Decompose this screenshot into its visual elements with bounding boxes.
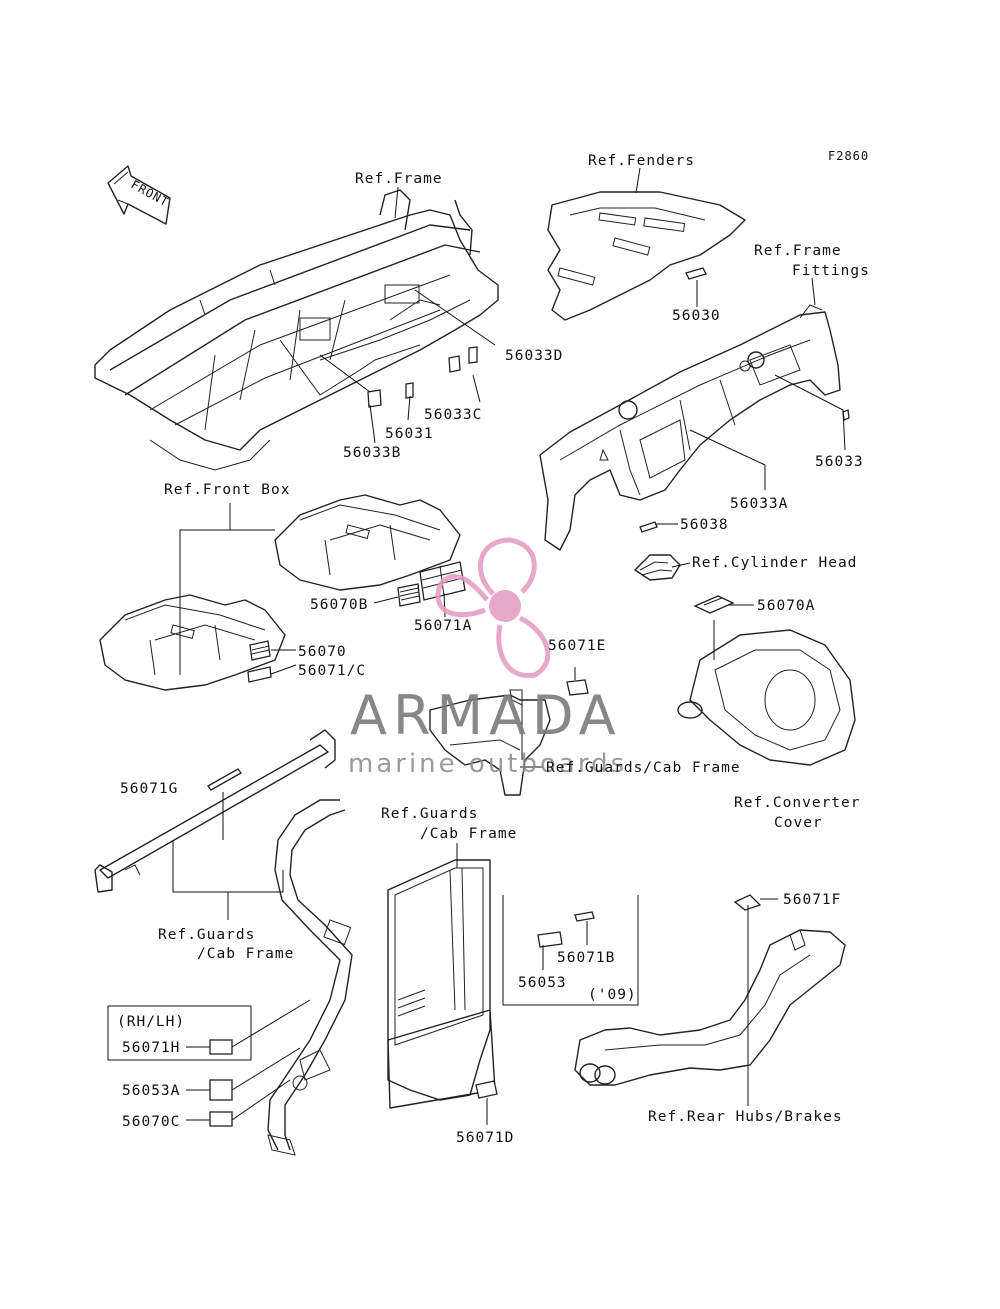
guard-middle-part <box>429 679 589 796</box>
ref-converter-label-1: Ref.Converter <box>734 795 861 811</box>
figure-code: F2860 <box>828 149 869 163</box>
ref-frame-fittings-label-2: Fittings <box>792 263 870 279</box>
part-56070B: 56070B <box>310 597 368 613</box>
ref-cylinder-head-label: Ref.Cylinder Head <box>692 555 857 571</box>
ref-guards-cab-label-1: Ref.Guards/Cab Frame <box>546 760 741 776</box>
part-56033A: 56033A <box>730 496 788 512</box>
part-56033B: 56033B <box>343 445 401 461</box>
part-56071H: 56071H <box>122 1040 180 1056</box>
leader-lines <box>186 167 846 1125</box>
part-56071B: 56071B <box>557 950 615 966</box>
part-56070: 56070 <box>298 644 347 660</box>
ref-front-box-label: Ref.Front Box <box>164 482 291 498</box>
part-56071D: 56071D <box>456 1130 514 1146</box>
ref-guards-cab-label-2a: Ref.Guards <box>381 806 478 822</box>
fenders-part <box>547 191 746 321</box>
rh-lh-box <box>107 1005 252 1061</box>
part-56071G: 56071G <box>120 781 178 797</box>
rh-lh-label: (RH/LH) <box>117 1014 185 1030</box>
year-box <box>502 895 639 1006</box>
propeller-icon <box>435 537 551 678</box>
frame-assembly <box>94 189 499 471</box>
year-note-label: ('09) <box>588 987 637 1003</box>
frame-fittings-part <box>539 304 850 551</box>
part-56070C: 56070C <box>122 1114 180 1130</box>
curved-pipe-part <box>267 799 353 1156</box>
part-56071A: 56071A <box>414 618 472 634</box>
cab-frame-panel <box>387 859 498 1109</box>
ref-guards-cab-label-3b: /Cab Frame <box>197 946 294 962</box>
ref-guards-cab-label-2b: /Cab Frame <box>420 826 517 842</box>
front-box-upper <box>274 494 461 591</box>
front-arrow-label: FRONT <box>129 177 172 209</box>
ref-converter-label-2: Cover <box>774 815 823 831</box>
front-arrow-icon <box>107 165 171 225</box>
watermark-title: ARMADA <box>350 684 622 747</box>
ref-frame-fittings-label-1: Ref.Frame <box>754 243 842 259</box>
guard-bar-part <box>94 729 336 893</box>
ref-rear-hubs-label: Ref.Rear Hubs/Brakes <box>648 1109 843 1125</box>
converter-cover-part <box>677 595 856 766</box>
part-56053: 56053 <box>518 975 567 991</box>
rear-hubs-part <box>574 894 846 1086</box>
part-56030: 56030 <box>672 308 721 324</box>
label-pieces-frame <box>367 346 478 408</box>
part-56033C: 56033C <box>424 407 482 423</box>
front-box-lower <box>99 594 286 691</box>
part-56031: 56031 <box>385 426 434 442</box>
watermark-subtitle: marine outboards <box>348 749 627 779</box>
part-56033D: 56033D <box>505 348 563 364</box>
part-56033: 56033 <box>815 454 864 470</box>
bar-bracket <box>172 840 284 920</box>
front-box-bracket <box>179 503 275 675</box>
misc-stickers <box>209 911 595 1127</box>
part-56071F: 56071F <box>783 892 841 908</box>
part-56070A: 56070A <box>757 598 815 614</box>
ref-fenders-label: Ref.Fenders <box>588 153 695 169</box>
cylinder-head-part <box>634 521 681 581</box>
part-56071E: 56071E <box>548 638 606 654</box>
ref-guards-cab-label-3a: Ref.Guards <box>158 927 255 943</box>
ref-frame-label: Ref.Frame <box>355 171 443 187</box>
part-56038: 56038 <box>680 517 729 533</box>
part-56071C: 56071/C <box>298 663 366 679</box>
part-56053A: 56053A <box>122 1083 180 1099</box>
